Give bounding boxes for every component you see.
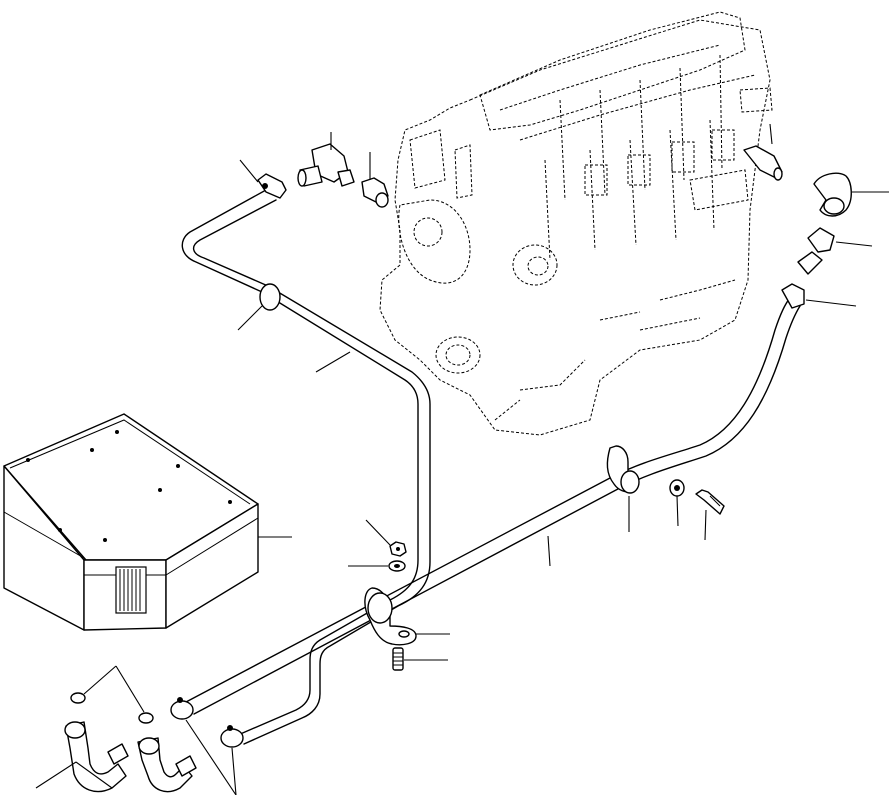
bolt	[695, 489, 725, 541]
tee-fitting	[297, 132, 355, 187]
right-elbow	[743, 123, 889, 217]
elbow-fitting-top	[239, 159, 287, 199]
nut	[365, 519, 407, 557]
clamps	[364, 445, 640, 646]
hose-elbows	[35, 721, 197, 793]
hose-end-clamps	[170, 697, 244, 795]
battery-box	[3, 413, 292, 631]
engine-block	[379, 11, 773, 436]
upper-tube	[181, 189, 431, 745]
right-adapter	[781, 227, 873, 309]
lower-tube	[185, 297, 801, 715]
stud	[392, 647, 448, 671]
adapter-fitting	[361, 152, 389, 208]
washers	[348, 479, 685, 572]
o-rings	[70, 665, 154, 724]
